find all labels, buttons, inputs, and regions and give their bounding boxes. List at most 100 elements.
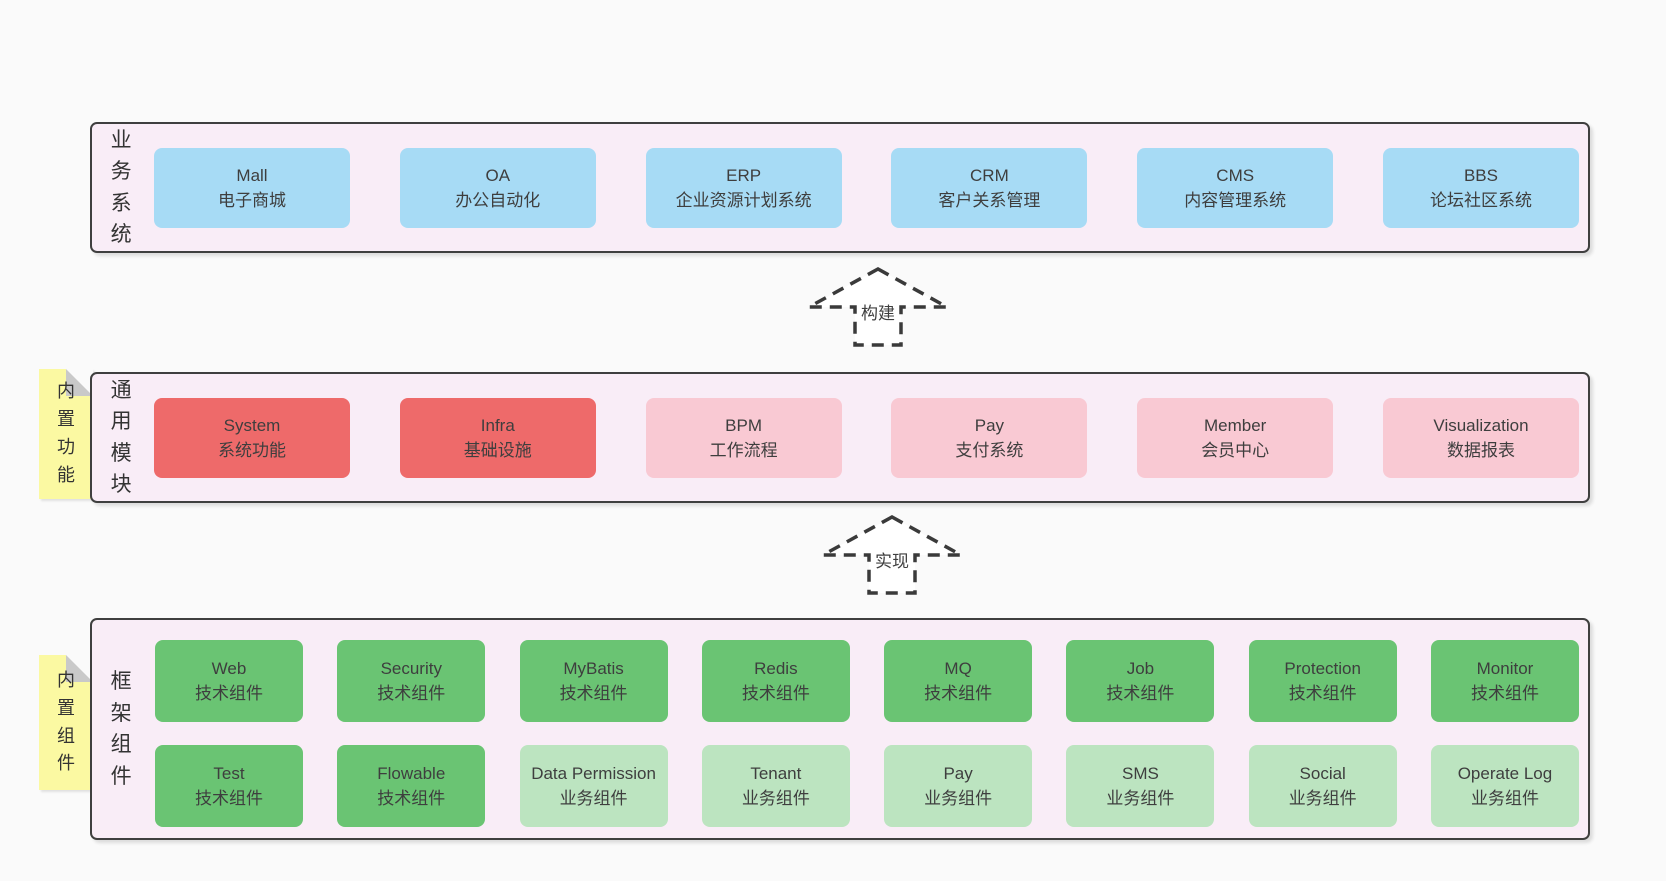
box-title: Mall: [236, 165, 268, 185]
box-title: Pay: [974, 415, 1005, 435]
box-subtitle: 技术组件: [195, 684, 263, 703]
box-subtitle: 企业资源计划系统: [675, 190, 812, 210]
box-title: ERP: [726, 165, 762, 185]
box-title: BPM: [725, 415, 763, 435]
box-redis: Redis 技术组件: [701, 640, 850, 722]
arrow-build-label: 构建: [858, 298, 898, 325]
box-subtitle: 工作流程: [709, 440, 778, 460]
box-title: Member: [1204, 415, 1267, 435]
box-sms: SMS 业务组件: [1066, 745, 1215, 827]
box-subtitle: 业务组件: [1470, 789, 1539, 808]
box-subtitle: 技术组件: [195, 789, 263, 808]
box-title: Pay: [943, 764, 973, 783]
layer-label-business-systems: 业务系统: [110, 128, 132, 247]
layer-framework-components: 框架组件 Web 技术组件 Security 技术组件 MyBatis 技术组件…: [90, 618, 1590, 840]
box-subtitle: 技术组件: [1288, 684, 1357, 703]
box-test: Test 技术组件: [155, 745, 303, 827]
box-subtitle: 技术组件: [377, 684, 446, 703]
box-subtitle: 业务组件: [741, 789, 810, 808]
box-title: Visualization: [1433, 415, 1529, 435]
box-title: CRM: [970, 165, 1009, 185]
arrow-implement: 实现: [820, 514, 964, 596]
box-pay-component: Pay 业务组件: [884, 745, 1033, 827]
box-title: SMS: [1121, 764, 1159, 783]
box-subtitle: 技术组件: [1470, 684, 1539, 703]
layer-common-modules: 通用模块 System 系统功能 Infra 基础设施 BPM 工作流程 Pay…: [90, 372, 1590, 503]
folded-corner: [66, 655, 93, 682]
box-title: Test: [213, 764, 245, 783]
box-title: OA: [485, 165, 511, 185]
box-subtitle: 客户关系管理: [938, 190, 1041, 210]
arrow-implement-label: 实现: [872, 546, 912, 573]
box-title: MQ: [944, 659, 972, 678]
box-title: Operate Log: [1457, 764, 1553, 783]
box-subtitle: 系统功能: [218, 440, 286, 460]
box-tenant: Tenant 业务组件: [701, 745, 850, 827]
box-subtitle: 技术组件: [741, 684, 810, 703]
box-web: Web 技术组件: [155, 640, 303, 722]
box-subtitle: 技术组件: [377, 789, 446, 808]
box-operate-log: Operate Log 业务组件: [1430, 745, 1579, 827]
folded-corner: [66, 369, 93, 396]
box-title: CMS: [1216, 165, 1255, 185]
box-cms: CMS 内容管理系统: [1137, 147, 1334, 228]
box-title: Monitor: [1476, 659, 1534, 678]
box-subtitle: 业务组件: [924, 789, 993, 808]
box-title: System: [223, 415, 281, 435]
box-subtitle: 技术组件: [1106, 684, 1175, 703]
box-subtitle: 业务组件: [1288, 789, 1357, 808]
box-oa: OA 办公自动化: [399, 147, 596, 228]
box-subtitle: 会员中心: [1201, 440, 1270, 460]
box-bpm: BPM 工作流程: [645, 397, 842, 478]
box-title: Social: [1299, 764, 1346, 783]
box-title: Tenant: [750, 764, 802, 783]
box-subtitle: 数据报表: [1446, 440, 1515, 460]
box-mq: MQ 技术组件: [884, 640, 1033, 722]
box-title: Data Permission: [531, 764, 656, 783]
box-visualization: Visualization 数据报表: [1382, 397, 1579, 478]
layer-business-systems: 业务系统 Mall 电子商城 OA 办公自动化 ERP 企业资源计划系统 CRM…: [90, 122, 1590, 253]
box-subtitle: 内容管理系统: [1184, 190, 1287, 210]
box-system: System 系统功能: [154, 397, 350, 478]
box-title: Security: [380, 659, 442, 678]
box-monitor: Monitor 技术组件: [1430, 640, 1579, 722]
box-member: Member 会员中心: [1137, 397, 1334, 478]
box-title: Redis: [754, 659, 798, 678]
box-title: Protection: [1284, 659, 1361, 678]
box-security: Security 技术组件: [337, 640, 486, 722]
box-title: Job: [1126, 659, 1155, 678]
box-subtitle: 支付系统: [955, 440, 1024, 460]
box-mybatis: MyBatis 技术组件: [519, 640, 668, 722]
sticky-note-built-in-components: 内置组件: [39, 655, 93, 790]
box-mall: Mall 电子商城: [154, 147, 350, 228]
box-data-permission: Data Permission 业务组件: [519, 745, 668, 827]
biz-component-row: Test 技术组件 Flowable 技术组件 Data Permission …: [155, 745, 1579, 827]
box-subtitle: 业务组件: [559, 789, 628, 808]
tech-component-row: Web 技术组件 Security 技术组件 MyBatis 技术组件 Redi…: [155, 640, 1579, 722]
box-infra: Infra 基础设施: [399, 397, 596, 478]
box-job: Job 技术组件: [1066, 640, 1215, 722]
box-subtitle: 论坛社区系统: [1429, 190, 1532, 210]
box-subtitle: 技术组件: [559, 684, 628, 703]
box-crm: CRM 客户关系管理: [891, 147, 1088, 228]
box-title: Infra: [480, 415, 515, 435]
box-subtitle: 电子商城: [218, 190, 286, 210]
box-protection: Protection 技术组件: [1248, 640, 1397, 722]
sticky-note-built-in-features: 内置功能: [39, 369, 93, 499]
business-box-row: Mall 电子商城 OA 办公自动化 ERP 企业资源计划系统 CRM 客户关系…: [154, 147, 1579, 228]
box-subtitle: 技术组件: [924, 684, 993, 703]
box-bbs: BBS 论坛社区系统: [1382, 147, 1579, 228]
box-social: Social 业务组件: [1248, 745, 1397, 827]
box-subtitle: 业务组件: [1106, 789, 1175, 808]
box-subtitle: 办公自动化: [455, 190, 541, 210]
box-title: Web: [211, 659, 247, 678]
sticky-note-text: 内置组件: [57, 669, 75, 774]
box-erp: ERP 企业资源计划系统: [645, 147, 842, 228]
box-title: BBS: [1463, 165, 1498, 185]
box-flowable: Flowable 技术组件: [337, 745, 486, 827]
module-box-row: System 系统功能 Infra 基础设施 BPM 工作流程 Pay 支付系统…: [154, 397, 1579, 478]
box-title: MyBatis: [563, 659, 624, 678]
layer-label-common-modules: 通用模块: [110, 378, 132, 497]
layer-label-framework-components: 框架组件: [110, 670, 132, 788]
sticky-note-text: 内置功能: [57, 381, 75, 485]
